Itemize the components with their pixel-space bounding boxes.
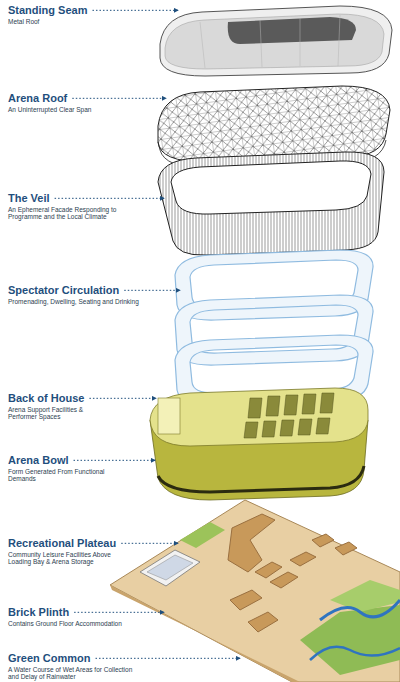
part-description: A Water Course of Wet Areas for Collecti… <box>8 666 133 681</box>
part-heading: Brick Plinth <box>8 606 69 619</box>
part-description: An Uninterrupted Clear Span <box>8 106 128 113</box>
part-description: Promenading, Dwelling, Seating and Drink… <box>8 298 148 305</box>
part-heading: Arena Roof <box>8 92 67 105</box>
site-plateau-layer <box>110 500 400 682</box>
part-heading: Spectator Circulation <box>8 284 119 297</box>
circulation-layer <box>175 250 373 405</box>
part-description: Community Leisure Facilities Above Loadi… <box>8 551 120 566</box>
part-description: Form Generated From Functional Demands <box>8 468 108 483</box>
metal-roof-layer <box>160 6 392 76</box>
part-heading: Arena Bowl <box>8 454 69 467</box>
veil-facade-layer <box>158 152 384 255</box>
part-heading: The Veil <box>8 192 50 205</box>
part-heading: Green Common <box>8 652 91 665</box>
part-description: Metal Roof <box>8 18 118 25</box>
part-description: An Ephemeral Facade Responding to Progra… <box>8 206 120 221</box>
part-description: Contains Ground Floor Accommodation <box>8 620 138 627</box>
part-heading: Back of House <box>8 392 84 405</box>
arena-bowl-layer <box>150 388 368 500</box>
part-heading: Recreational Plateau <box>8 537 116 550</box>
part-heading: Standing Seam <box>8 4 87 17</box>
part-description: Arena Support Facilities & Performer Spa… <box>8 406 108 421</box>
